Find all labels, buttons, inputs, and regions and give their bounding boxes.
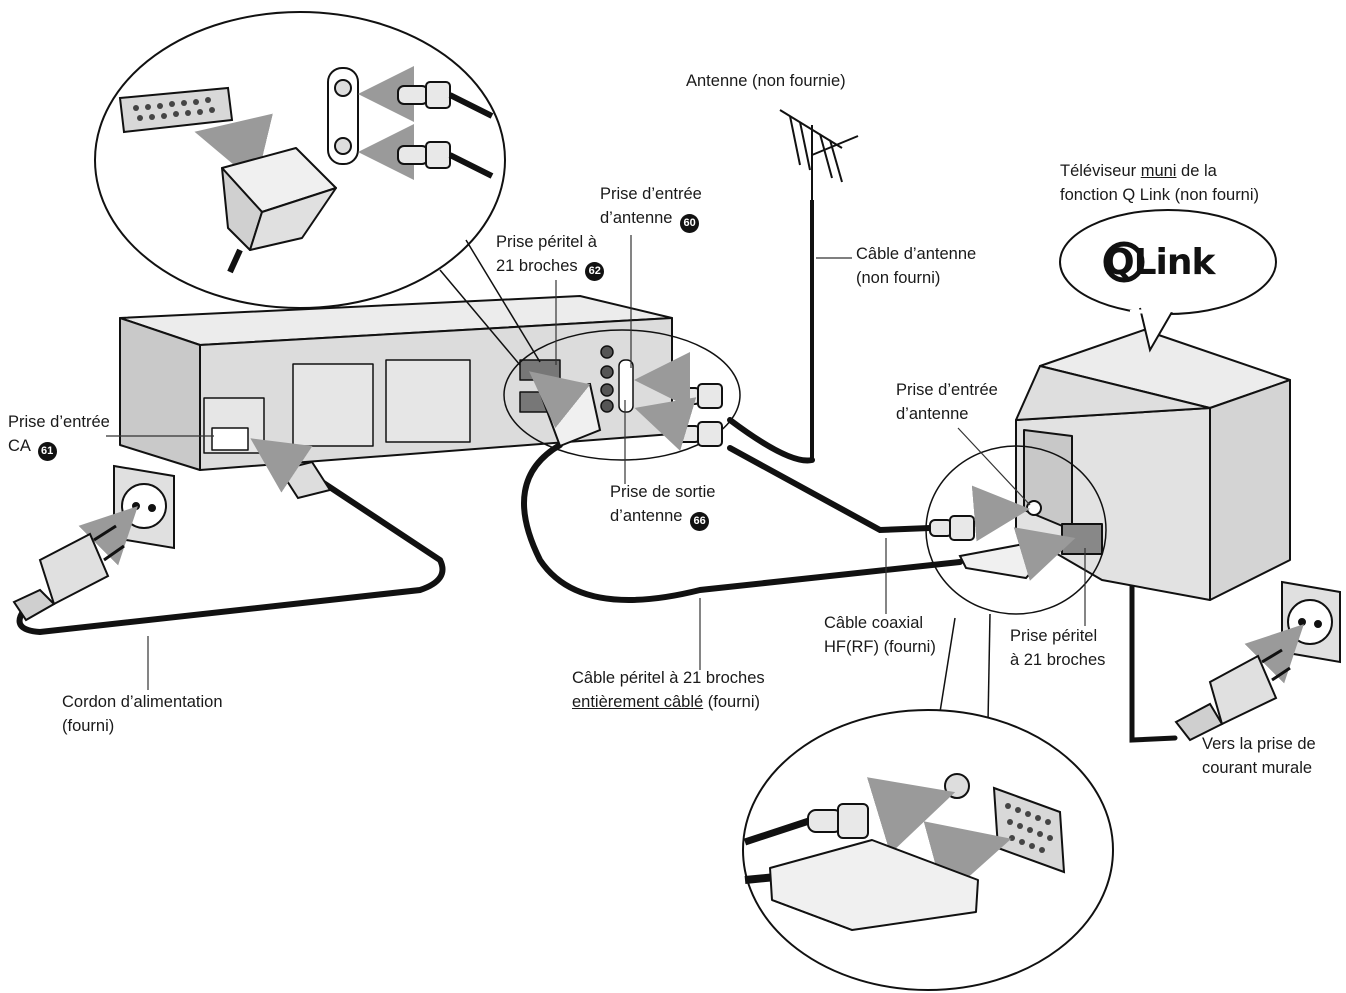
qlink-q-icon <box>1103 241 1145 283</box>
wall-plug-left <box>12 524 125 622</box>
ref-number-badge: 66 <box>690 512 710 531</box>
scart-plug-zoom <box>221 147 337 274</box>
wall-outlet-left <box>113 464 175 550</box>
tv-scart-port <box>1061 523 1103 555</box>
label-ac-input: Prise d’entrée CA 61 <box>8 410 110 461</box>
zoom-bubble-tv-rear <box>742 613 1114 991</box>
vcr-scart-port <box>519 359 561 381</box>
ref-number-badge: 61 <box>37 442 57 461</box>
vcr-antenna-panel <box>618 359 634 413</box>
label-vcr-scart: Prise péritel à 21 broches 62 <box>496 230 605 281</box>
leader-lines <box>106 235 1086 690</box>
tv-rear-callout-circle <box>925 445 1107 615</box>
coax-plug-tv <box>929 519 953 537</box>
label-vcr-antenna-output: Prise de sortie d’antenne 66 <box>610 480 715 531</box>
scart-cable <box>521 442 963 603</box>
label-coax-cable: Câble coaxial HF(RF) (fourni) <box>824 614 936 656</box>
coax-plug-out <box>677 425 701 443</box>
label-tv-scart: Prise péritel à 21 broches <box>1010 627 1106 669</box>
scart-plug-tv-zoom <box>744 839 979 931</box>
label-tv-antenna-input: Prise d’entrée d’antenne <box>896 381 998 423</box>
antenna-jack-zoom <box>944 773 970 799</box>
qlink-logo-text: QLink <box>1104 242 1215 283</box>
label-antenna-cable: Câble d’antenne (non fourni) <box>856 245 977 287</box>
coax-cable <box>727 445 933 534</box>
label-antenna: Antenne (non fournie) <box>686 72 846 90</box>
label-power-cord: Cordon d’alimentation (fourni) <box>62 693 223 735</box>
vcr-unit <box>119 295 673 471</box>
antenna <box>779 109 859 460</box>
vcr-rear-callout-circle <box>503 329 741 461</box>
coax-plug-in <box>677 387 701 405</box>
antenna-panel-zoom <box>327 67 359 165</box>
label-wall-outlet: Vers la prise de courant murale <box>1202 735 1316 777</box>
power-plug-vcr <box>278 460 332 500</box>
label-scart-cable: Câble péritel à 21 broches entièrement c… <box>572 669 765 711</box>
power-cord <box>16 475 446 636</box>
television <box>1015 329 1291 601</box>
tv-power-cord <box>1129 582 1178 743</box>
wall-plug-right <box>1174 648 1291 742</box>
tv-antenna-port <box>1026 500 1042 516</box>
label-vcr-antenna-input: Prise d’entrée d’antenne 60 <box>600 182 702 233</box>
label-tv-qlink: Téléviseur muni de la fonction Q Link (n… <box>1060 162 1260 204</box>
scart-plug-tv <box>958 542 1042 580</box>
ac-inlet <box>211 427 249 451</box>
ref-number-badge: 62 <box>585 262 605 281</box>
wall-outlet-right <box>1281 580 1341 664</box>
zoom-bubble-vcr-rear <box>94 11 541 366</box>
cables <box>16 417 1178 743</box>
ref-number-badge: 60 <box>680 214 700 233</box>
qlink-bubble <box>1059 209 1277 353</box>
